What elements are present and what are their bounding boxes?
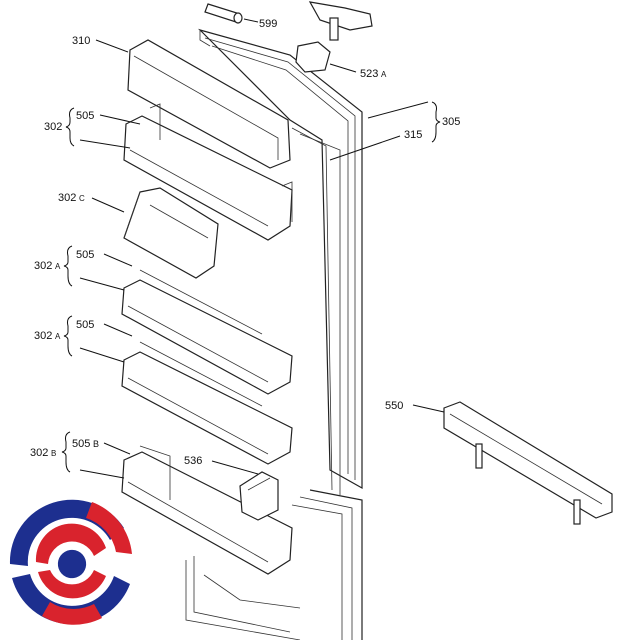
label-302a-upper: 302: [34, 260, 52, 272]
label-302b: 302: [30, 447, 48, 459]
hinge-cap-523a: [295, 41, 357, 73]
brand-logo: [9, 499, 132, 625]
label-505-second: 505: [76, 249, 94, 261]
label-550: 550: [385, 400, 403, 412]
part-536-clip: [211, 460, 279, 521]
leader-lines: [61, 101, 441, 479]
hinge-part-599: [204, 3, 259, 24]
butter-box-302c: [123, 187, 219, 279]
handle-550: [412, 401, 613, 525]
door-shelf-302: [123, 103, 293, 241]
label-302a-lower: 302: [34, 330, 52, 342]
label-599: 599: [259, 18, 277, 30]
label-315: 315: [404, 129, 422, 141]
lower-door-frame: [185, 489, 363, 640]
label-302b-suffix: B: [51, 449, 56, 458]
hinge-bracket: [308, 1, 373, 41]
label-302a-lower-suffix: A: [55, 332, 61, 341]
label-523: 523: [360, 68, 378, 80]
label-505-first: 505: [76, 110, 94, 122]
door-shelf-302b: [121, 445, 293, 575]
label-505b-suffix: B: [93, 439, 99, 449]
label-536: 536: [184, 455, 202, 467]
label-523-suffix: A: [381, 70, 387, 79]
label-305: 305: [442, 116, 460, 128]
label-302c: 302: [58, 192, 76, 204]
label-302a-upper-suffix: A: [55, 262, 61, 271]
label-505b: 505: [72, 438, 90, 450]
door-shelf-302a-lower: [121, 341, 293, 465]
shelf-lid-310: [95, 39, 291, 169]
label-302: 302: [44, 121, 62, 133]
label-302c-suffix: C: [79, 194, 85, 203]
part-labels: 599 523 A 310 305 315 302 505 302 C 302 …: [30, 18, 460, 467]
door-shelf-302a-upper: [121, 269, 293, 395]
label-310: 310: [72, 35, 90, 47]
label-505-third: 505: [76, 319, 94, 331]
